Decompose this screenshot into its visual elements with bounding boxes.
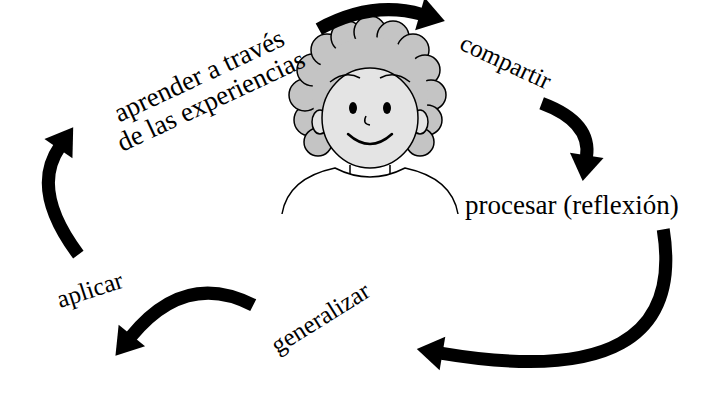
stage-label: generalizar xyxy=(263,275,377,362)
arrow-shaft xyxy=(131,293,254,337)
stage-text: compartir xyxy=(456,30,555,95)
arrow-shaft xyxy=(48,147,78,255)
nose xyxy=(365,116,370,125)
cycle-arrow xyxy=(115,293,253,356)
fringe xyxy=(330,75,410,82)
stage-label: aprender a través de las experiencias xyxy=(95,15,315,160)
stage-label: compartir xyxy=(453,27,557,97)
cycle-arrow xyxy=(44,127,78,254)
arrow-head xyxy=(417,337,445,371)
stage-text: procesar (reflexión) xyxy=(465,191,679,219)
arrow-head xyxy=(570,153,604,181)
cycle-arrow xyxy=(417,229,666,370)
arrow-shaft xyxy=(319,10,422,29)
arrow-head xyxy=(415,0,445,30)
stage-label: aplicar xyxy=(51,265,129,316)
cycle-arrow xyxy=(542,103,604,181)
stage-text: aprender a través de las experiencias xyxy=(98,18,312,158)
arrow-head xyxy=(44,127,73,158)
stage-text: aplicar xyxy=(54,267,127,313)
smile xyxy=(348,134,392,144)
arrow-shaft xyxy=(440,229,665,361)
arrow-shaft xyxy=(542,103,587,157)
neck xyxy=(350,165,390,174)
eye xyxy=(383,102,391,114)
eye xyxy=(349,102,357,114)
arrow-head xyxy=(115,325,145,356)
shirt xyxy=(282,168,458,214)
face xyxy=(322,68,418,168)
stage-text: generalizar xyxy=(266,278,374,359)
cycle-arrow xyxy=(319,0,445,30)
stage-label: procesar (reflexión) xyxy=(463,189,681,221)
